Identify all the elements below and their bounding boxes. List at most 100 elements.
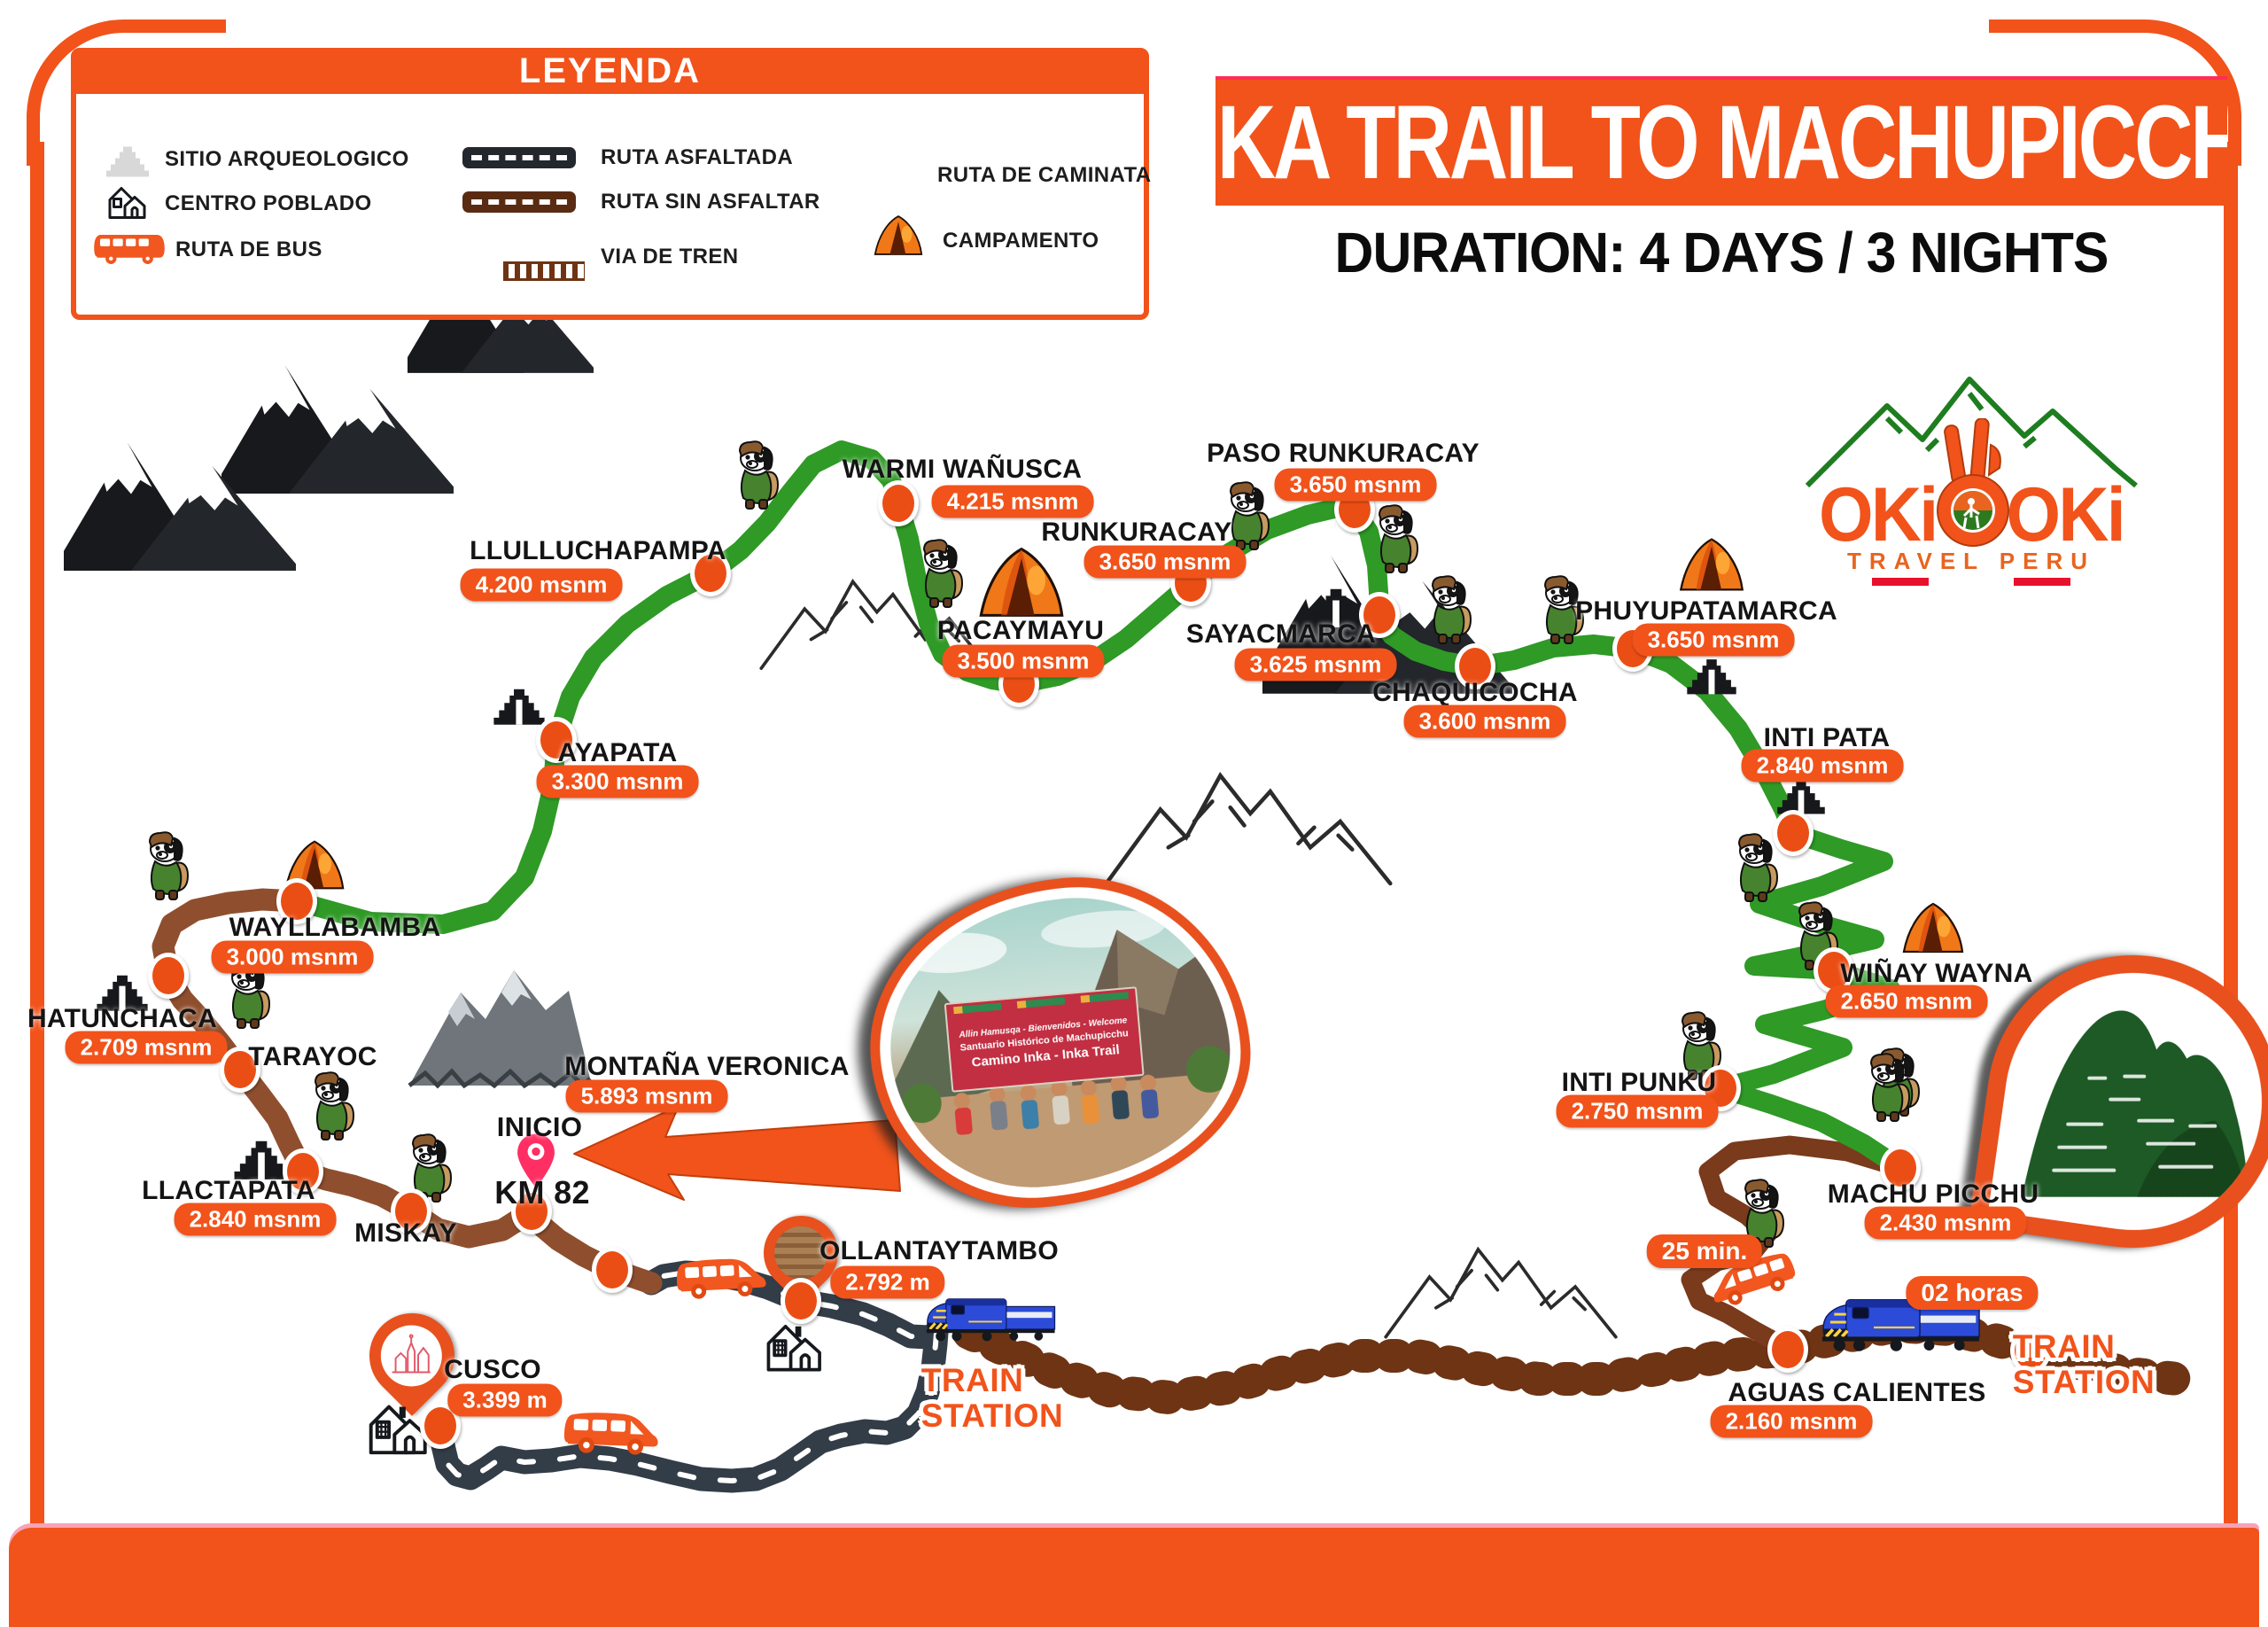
waypoint-dot-hatunchaca [148,953,189,999]
elevation-badge-warmi-wanusca: 4.215 msnm [931,485,1094,518]
okidoki-mascot [1425,572,1477,644]
tour-bus [561,1404,662,1460]
waypoint-dot-inti-punku [1700,1065,1741,1111]
elevation-badge-winay-wayna: 2.650 msnm [1825,985,1988,1018]
village-house [367,1398,431,1457]
village-house-icon [369,1405,427,1455]
place-label-chaquicocha: CHAQUICOCHA [1372,678,1578,707]
trailhead-photo-inset: Allin Hamusqa - Bienvenidos - Welcome Sa… [856,863,1263,1221]
tour-bus [673,1249,770,1304]
elevation-badge-phuyupatamarca: 3.650 msnm [1632,623,1795,657]
waypoint-dot-sayacmarca [1359,592,1400,638]
elevation-badge-llactapata: 2.840 msnm [174,1203,337,1236]
paved-road-swatch [462,147,576,168]
waypoint-dot-inti-pata [1773,810,1814,856]
waypoint-dot-machu-picchu [1880,1145,1921,1191]
km82-label: KM 82 [494,1174,590,1211]
footer-notch [493,1600,803,1627]
trailhead-photo: Allin Hamusqa - Bienvenidos - Welcome Sa… [878,884,1241,1200]
start-pin-icon [517,1133,555,1188]
waypoint-dot-wayllabamba [276,878,317,924]
legend-item-label: CENTRO POBLADO [165,191,372,215]
waypoint-dot-warmi-wanusca [878,480,919,526]
legend-item-label: RUTA DE CAMINATA [937,163,1152,187]
tent-icon [1679,538,1744,591]
tent-icon [871,213,926,261]
inicio-pin [516,1133,556,1190]
okidoki-mascot-icon [1543,575,1585,644]
okidoki-mascot-icon [922,539,964,608]
place-label-pacaymayu: PACAYMAYU [936,616,1105,645]
waypoint-dot-ollantaytambo [781,1278,821,1324]
okidoki-mascot [733,437,784,510]
poster-subtitle: DURATION: 4 DAYS / 3 NIGHTS [1334,221,2109,284]
tour-bus [1702,1242,1803,1315]
bus-icon [1713,1253,1796,1305]
bus-icon [92,228,167,272]
elevation-badge-cusco: 3.399 m [447,1383,563,1417]
duration-badge: 25 min. [1646,1234,1763,1268]
okidoki-mascot-icon [1869,1053,1911,1122]
ruins-pyramid-icon [1777,780,1825,814]
okidoki-mascot-icon [738,440,780,510]
place-label-warmi-wanusca: WARMI WAÑUSCA [842,455,1083,484]
okidoki-mascot [1223,478,1275,550]
legend-item-label: CAMPAMENTO [943,229,1099,253]
logo-red-bar [1872,578,1929,586]
perurail-train [922,1295,1057,1344]
campsite-tent [1675,535,1748,594]
archaeological-site [232,1130,291,1179]
bus-icon [677,1258,766,1299]
elevation-badge-chaquicocha: 3.600 msnm [1403,705,1566,738]
waypoint-dot-miskay [391,1188,431,1234]
archaeological-site [1685,650,1738,695]
ruins-pyramid-icon [1309,588,1363,627]
train-icon [926,1298,1056,1342]
elevation-badge-runkuracay: 3.650 msnm [1084,545,1247,579]
place-label-machu-picchu: MACHU PICCHU [1827,1179,2039,1209]
okidoki-mascot [1738,1175,1790,1248]
waypoint-dot-ayapata [536,717,577,763]
okidoki-mascot [917,535,968,608]
archaeological-site [1775,770,1827,814]
elevation-badge-wayllabamba: 3.000 msnm [211,940,374,974]
place-label-sayacmarca: SAYACMARCA [1185,619,1377,649]
waypoint-dot-llactapata [283,1148,323,1195]
logo-red-bar [2014,578,2070,586]
waypoint-dot [592,1247,633,1293]
place-label-paso-runkuracay: PASO RUNKURACAY [1207,439,1480,468]
okidoki-mascot [1864,1049,1915,1122]
village-icon [107,183,148,225]
ruins-pyramid-icon [1687,659,1736,695]
okidoki-mascot [1372,501,1424,573]
elevation-badge-ayapata: 3.300 msnm [536,765,699,798]
ruins-icon [105,138,151,182]
place-label-inti-punku: INTI PUNKU [1561,1068,1717,1097]
place-label-montana-veronica: MONTAÑA VERONICA [564,1052,850,1081]
place-label-runkuracay: RUNKURACAY [1041,518,1232,547]
place-label-phuyupatamarca: PHUYUPATAMARCA [1575,596,1837,626]
elevation-badge-montana-veronica: 5.893 msnm [565,1079,728,1113]
okidoki-mascot [308,1068,360,1140]
elevation-badge-inti-pata: 2.840 msnm [1741,749,1904,782]
logo-mountains-icon [1805,377,2138,487]
place-label-tarayoc: TARAYOC [248,1042,377,1071]
legend-item-label: RUTA SIN ASFALTAR [601,190,820,214]
place-label-hatunchaca: HATUNCHACA [27,1004,218,1033]
okidoki-mascot [143,828,194,900]
campsite-tent [974,543,1069,620]
logo-hand-icon [1937,418,2009,547]
okidoki-mascot-icon [1737,833,1779,902]
legend-item-label: VIA DE TREN [601,245,739,269]
campsite-tent [1899,900,1968,956]
place-label-winay-wayna: WIÑAY WAYNA [1840,959,2033,988]
archaeological-site [492,679,547,726]
elevation-badge-inti-punku: 2.750 msnm [1556,1094,1719,1128]
place-label-inti-pata: INTI PATA [1763,723,1891,752]
elevation-badge-aguas-calientes: 2.160 msnm [1710,1405,1873,1438]
